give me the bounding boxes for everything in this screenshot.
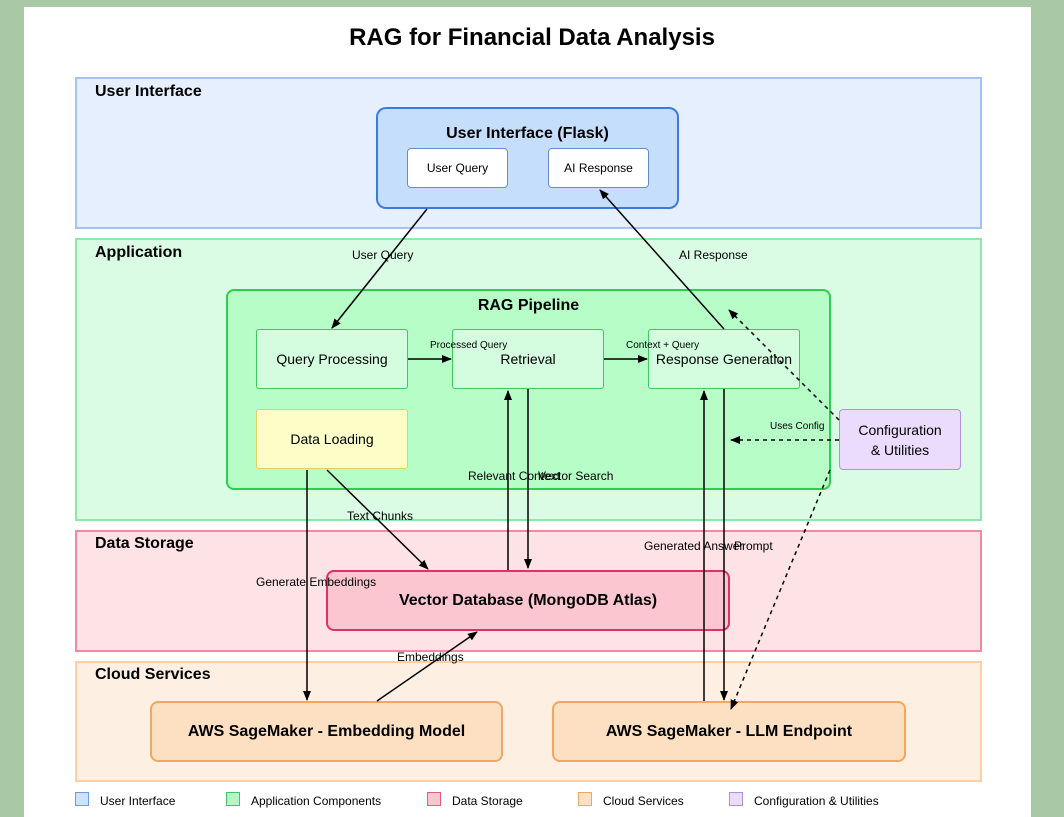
edge-label-context-query: Context + Query [626, 340, 700, 351]
llm-endpoint-label: AWS SageMaker - LLM Endpoint [605, 722, 853, 740]
data-loading-label: Data Loading [290, 431, 374, 447]
retrieval-node: Retrieval [452, 329, 604, 389]
legend-label-application: Application Components [251, 794, 382, 808]
query-processing-label: Query Processing [276, 351, 388, 367]
data-loading-node: Data Loading [256, 409, 408, 469]
edge-label-vector-search: Vector Search [538, 469, 614, 483]
legend-label-configuration: Configuration & Utilities [754, 794, 879, 808]
ai-response-label: AI Response [564, 161, 633, 175]
layer-label-cloud-services: Cloud Services [95, 666, 211, 683]
configuration-label-line2: & Utilities [870, 441, 930, 458]
layer-label-data-storage: Data Storage [95, 535, 194, 552]
legend-swatch-configuration [729, 792, 743, 806]
rag-pipeline-label: RAG Pipeline [477, 297, 580, 314]
vector-database-label: Vector Database (MongoDB Atlas) [398, 591, 658, 609]
edge-text-chunks [326, 469, 429, 570]
ai-response-node: AI Response [548, 148, 649, 188]
user-query-node: User Query [407, 148, 508, 188]
legend-swatch-data-storage [427, 792, 441, 806]
edge-label-prompt: Prompt [734, 539, 773, 553]
edge-label-uses-config: Uses Config [770, 421, 825, 432]
edge-embeddings [376, 631, 478, 702]
edge-label-user-query: User Query [352, 248, 414, 262]
edge-ai-response [599, 189, 725, 330]
response-generation-label: Response Generation [655, 351, 793, 367]
retrieval-label: Retrieval [500, 351, 556, 367]
edge-label-processed-query: Processed Query [430, 340, 508, 351]
legend-swatch-cloud-services [578, 792, 592, 806]
edge-label-generate-embeddings: Generate Embeddings [256, 575, 377, 589]
llm-endpoint-node: AWS SageMaker - LLM Endpoint [552, 701, 906, 762]
legend-swatch-user-interface [75, 792, 89, 806]
layer-label-application: Application [95, 244, 183, 261]
embedding-model-label: AWS SageMaker - Embedding Model [187, 722, 466, 740]
layer-label-user-interface: User Interface [95, 83, 202, 100]
legend-label-data-storage: Data Storage [452, 794, 523, 808]
legend-label-cloud-services: Cloud Services [603, 794, 684, 808]
user-query-label: User Query [426, 161, 489, 175]
legend-swatch-application [226, 792, 240, 806]
configuration-utilities-node: Configuration & Utilities [839, 409, 961, 470]
configuration-label-line1: Configuration [858, 421, 942, 438]
vector-database-node: Vector Database (MongoDB Atlas) [326, 570, 730, 631]
diagram-title: RAG for Financial Data Analysis [349, 24, 715, 51]
edge-label-text-chunks: Text Chunks [347, 509, 414, 523]
edge-config-to-response [728, 309, 840, 421]
edge-user-query [331, 208, 428, 329]
edge-config-to-llm [730, 469, 831, 710]
embedding-model-node: AWS SageMaker - Embedding Model [150, 701, 503, 762]
edge-label-embeddings: Embeddings [397, 650, 464, 664]
query-processing-node: Query Processing [256, 329, 408, 389]
legend-label-user-interface: User Interface [100, 794, 176, 808]
flask-ui-label: User Interface (Flask) [446, 125, 609, 142]
edge-label-relevant-context: Relevant Context [468, 469, 561, 483]
response-generation-node: Response Generation [648, 329, 800, 389]
edge-label-generated-answer: Generated Answer [644, 539, 744, 553]
edge-label-ai-response: AI Response [679, 248, 748, 262]
